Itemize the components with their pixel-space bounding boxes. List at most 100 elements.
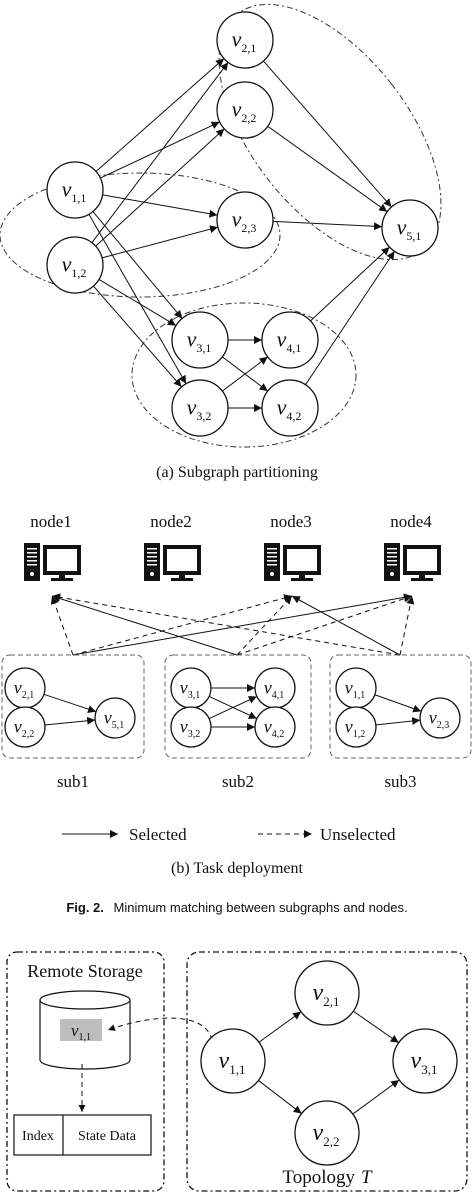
deployment-links <box>50 593 415 656</box>
node-circle <box>170 667 212 709</box>
unselected-link <box>51 593 401 656</box>
node-label: v4,1 <box>277 327 302 356</box>
topology-node: v1,1 <box>200 1028 266 1094</box>
subgraph-node: v4,2 <box>254 706 296 748</box>
subgraph-box <box>164 654 312 759</box>
machine-label: node2 <box>150 512 192 531</box>
subgraph-label: sub2 <box>222 772 254 791</box>
subgraph-box <box>1 654 145 759</box>
edge-v23-v51 <box>272 220 383 231</box>
node-circle <box>4 706 46 748</box>
node-label: v2,3 <box>429 707 450 731</box>
node-circle <box>381 199 439 257</box>
node-circle <box>216 11 274 69</box>
node-circle <box>335 706 377 748</box>
remote-storage-title: Remote Storage <box>27 961 142 981</box>
node-v32: v3,2 <box>171 379 229 437</box>
node-label: v5,1 <box>397 215 422 244</box>
node-circle <box>4 667 46 709</box>
node-label: v1,1 <box>219 1048 246 1077</box>
edge-v11-v23 <box>102 194 218 218</box>
computer-icon <box>384 543 441 581</box>
cache-entry-highlight <box>60 1019 102 1041</box>
node-circle <box>46 236 104 294</box>
node-circle <box>392 1028 458 1094</box>
edge-v12-v23 <box>101 225 219 259</box>
legend: Selected Unselected <box>62 825 396 844</box>
node-circle <box>171 311 229 369</box>
node-circle <box>294 960 360 1026</box>
node-v41: v4,1 <box>261 311 319 369</box>
state-table <box>13 1114 152 1156</box>
edge-v12-v32 <box>93 285 182 388</box>
topology-box <box>186 951 468 1192</box>
remote-storage-box <box>6 951 165 1192</box>
subgraph-edge <box>375 717 421 726</box>
node-v11: v1,1 <box>46 161 104 219</box>
edge-v12-v22 <box>95 128 225 247</box>
node-v31: v3,1 <box>171 311 229 369</box>
topology-graph: v1,1 v2,1 v2,2 v3,1 <box>200 960 458 1166</box>
selected-link <box>72 593 413 656</box>
unselected-link <box>236 594 413 656</box>
node-label: v2,2 <box>313 1120 340 1149</box>
node-circle <box>170 706 212 748</box>
cache-entry-label: v1,1 <box>71 1021 91 1043</box>
subgraph-node: v1,2 <box>335 706 377 748</box>
topology-edge <box>258 1080 302 1114</box>
node-label: v1,1 <box>62 177 87 206</box>
computer-icon <box>264 543 321 581</box>
machine-node3: node3 <box>264 512 321 581</box>
node-circle <box>335 667 377 709</box>
node-circle <box>261 311 319 369</box>
node-v42: v4,2 <box>261 379 319 437</box>
node-circle <box>254 667 296 709</box>
node-label: v2,2 <box>14 716 35 740</box>
selected-link <box>51 594 238 656</box>
partition-ellipse-left <box>0 172 281 298</box>
node-circle <box>46 161 104 219</box>
topology-node: v2,2 <box>294 1100 360 1166</box>
topology-edge <box>258 1011 302 1043</box>
edge-v11-v32 <box>88 214 187 384</box>
subgraph-sub3: v1,1v1,2 v2,3 sub3 <box>329 654 472 791</box>
unselected-link <box>236 595 293 656</box>
node-label: v4,2 <box>264 716 285 740</box>
edge-v21-v51 <box>263 60 392 208</box>
node-label: v3,1 <box>411 1048 438 1077</box>
node-label: v4,1 <box>264 677 285 701</box>
subgraph-node: v1,1 <box>335 667 377 709</box>
node-label: v3,2 <box>187 395 212 424</box>
node-circle <box>216 81 274 139</box>
node-circle <box>254 706 296 748</box>
node-label: v5,1 <box>104 707 125 731</box>
unselected-link <box>50 595 74 656</box>
subgraph-boxes: v2,1v2,2v5,1sub1v3,1v3,2v4,1v4,2sub2v1,1… <box>1 654 472 791</box>
machine-node2: node2 <box>144 512 201 581</box>
selected-link <box>291 595 401 656</box>
panel-c-remote-storage-topology: Remote Storage v1,1 Index State Data v1,… <box>6 951 468 1192</box>
subgraph-node: v4,1 <box>254 667 296 709</box>
machine-node4: node4 <box>384 512 441 581</box>
subgraph-label: sub3 <box>384 772 416 791</box>
subgraph-sub2: v3,1 v3,2 v4,1 v4,2 sub2 <box>164 654 312 791</box>
table-cell-state-data: State Data <box>78 1129 137 1144</box>
edge-v41-v51 <box>310 246 390 322</box>
topology-node: v2,1 <box>294 960 360 1026</box>
subgraph-edge <box>374 694 422 713</box>
node-circle <box>294 1100 360 1166</box>
legend-selected-label: Selected <box>129 825 187 844</box>
node-label: v3,2 <box>180 716 201 740</box>
subgraph-node: v3,1 <box>170 667 212 709</box>
panel-a-caption: (a) Subgraph partitioning <box>156 464 318 481</box>
panel-a-edges <box>88 58 395 412</box>
topology-edge <box>352 1079 400 1115</box>
node-label: v2,1 <box>313 980 340 1009</box>
node-circle <box>216 191 274 249</box>
partition-ellipse-bottom <box>131 302 357 448</box>
subgraph-box <box>329 654 472 759</box>
machine-node1: node1 <box>24 512 81 581</box>
